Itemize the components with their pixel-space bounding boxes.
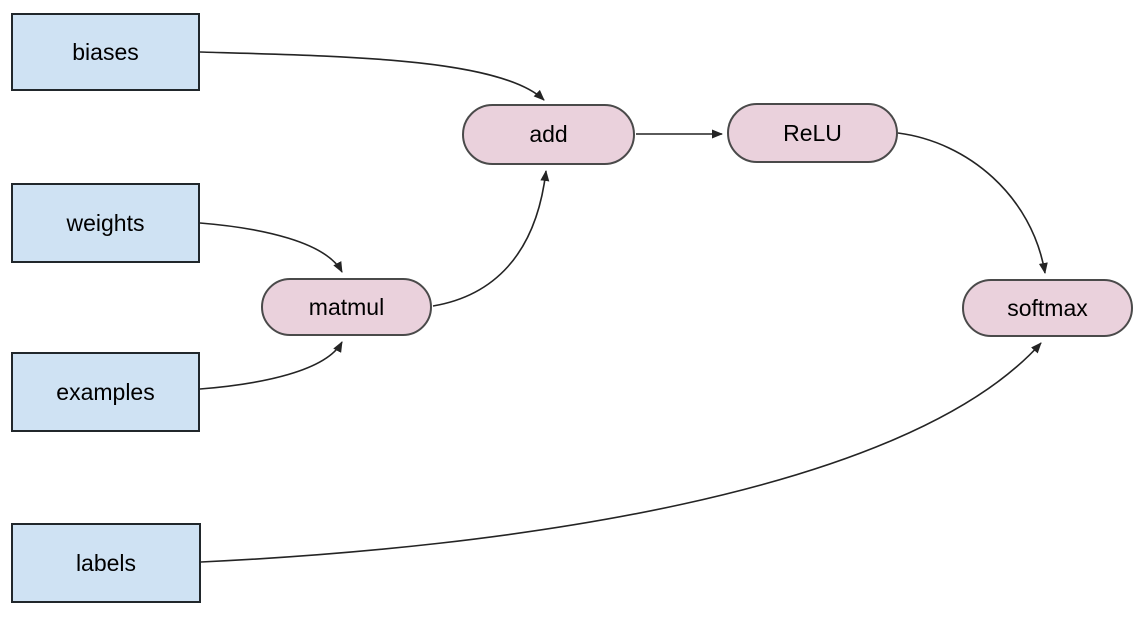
- input-node-weights: weights: [11, 183, 200, 263]
- input-node-labels: labels: [11, 523, 201, 603]
- op-node-relu: ReLU: [727, 103, 898, 163]
- op-node-add-label: add: [529, 121, 568, 147]
- op-node-matmul: matmul: [261, 278, 432, 336]
- input-node-biases: biases: [11, 13, 200, 91]
- op-node-add: add: [462, 104, 635, 165]
- input-node-examples: examples: [11, 352, 200, 432]
- op-node-matmul-label: matmul: [308, 293, 385, 320]
- input-node-weights-label: weights: [66, 209, 145, 236]
- edge-examples-to-matmul: [199, 341, 343, 390]
- edge-biases-to-add: [199, 51, 545, 101]
- edge-weights-to-matmul: [199, 222, 343, 273]
- input-node-labels-label: labels: [75, 549, 137, 576]
- edge-matmul-to-add: [432, 170, 550, 307]
- edge-relu-to-softmax: [897, 132, 1048, 274]
- op-node-softmax: softmax: [962, 279, 1133, 337]
- input-node-biases-label: biases: [72, 38, 139, 65]
- input-node-examples-label: examples: [56, 378, 155, 405]
- op-node-relu-label: ReLU: [783, 119, 842, 146]
- op-node-softmax-label: softmax: [1007, 294, 1088, 321]
- edge-labels-to-softmax: [200, 342, 1042, 563]
